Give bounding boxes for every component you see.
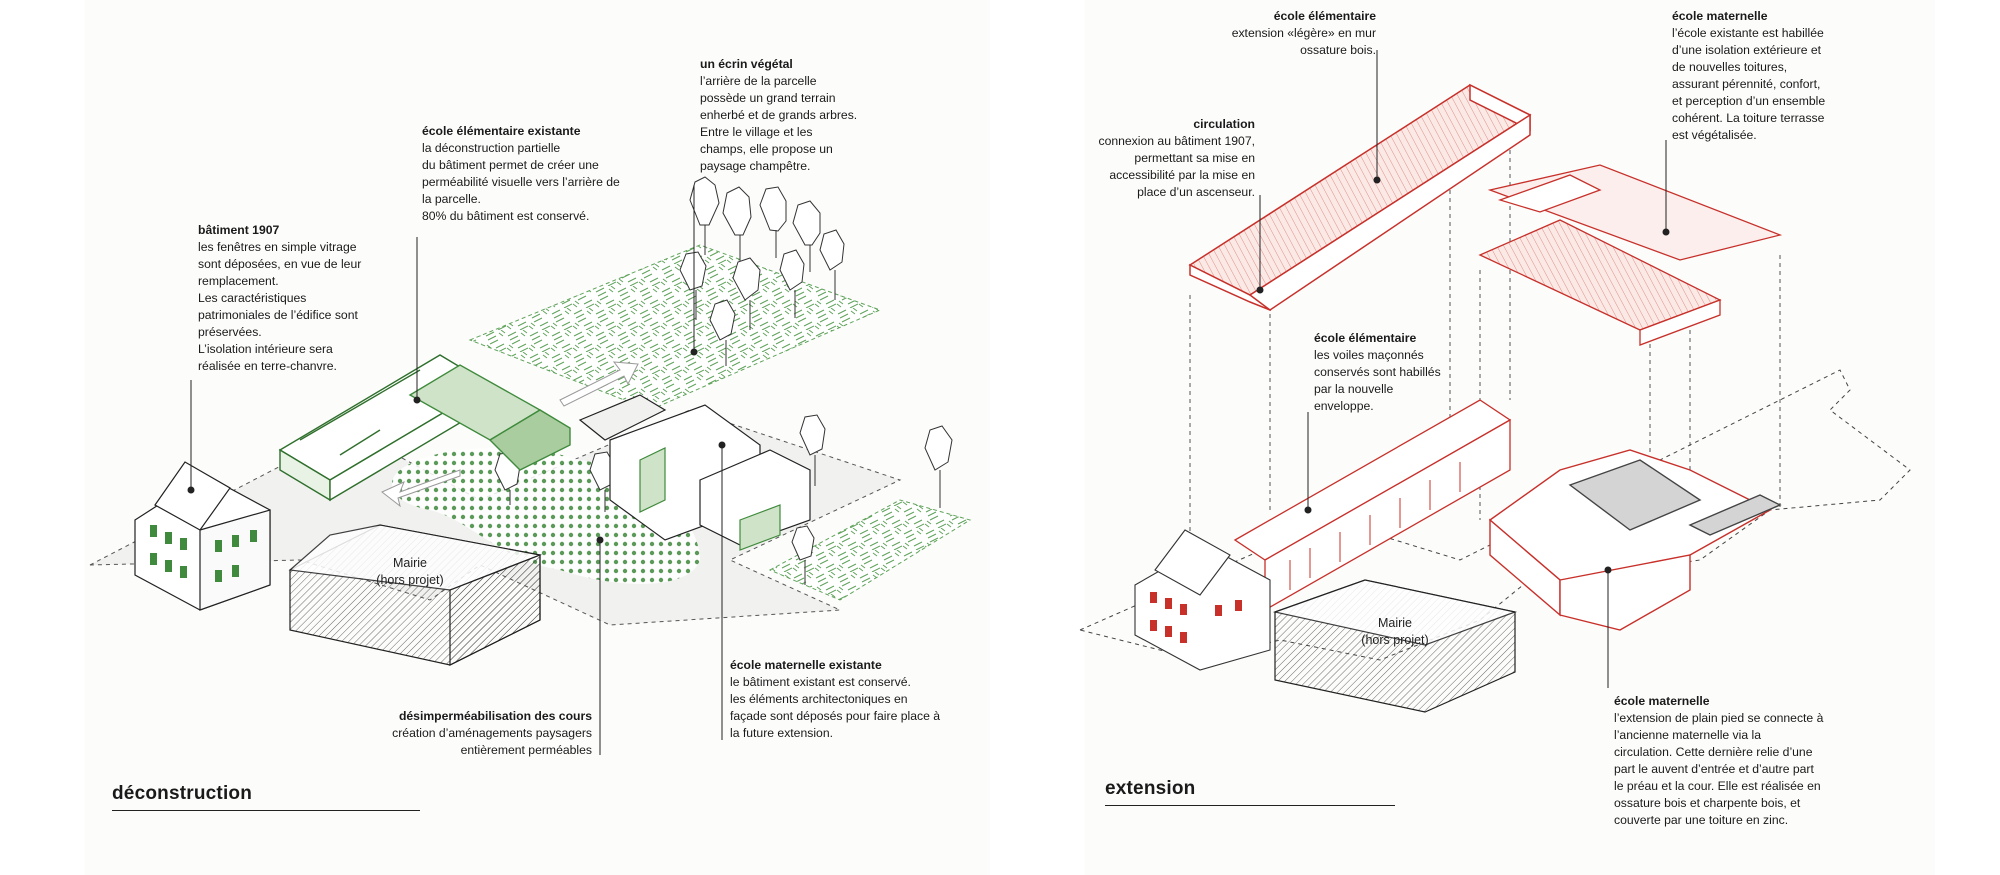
- mairie-note: (hors projet): [376, 573, 444, 587]
- annotation-elementaire-voiles: école élémentaire les voiles maçonnés co…: [1314, 330, 1484, 415]
- elementary-extension-walls: [1233, 399, 1512, 612]
- annotation-text: extension «légère» en mur ossature bois.: [1231, 26, 1376, 57]
- extension-title-rule: [1105, 805, 1395, 806]
- annotation-title: école maternelle: [1614, 694, 1710, 708]
- annotation-elementaire-extension: école élémentaire extension «légère» en …: [1180, 8, 1376, 59]
- extension-drawing: [1078, 83, 1911, 713]
- view-arrow-1: [559, 361, 639, 407]
- annotation-text: la déconstruction partielle du bâtiment …: [422, 141, 620, 223]
- building-1907: [134, 461, 271, 611]
- annotation-title: école maternelle existante: [730, 658, 882, 672]
- annotation-text: création d’aménagements paysagers entièr…: [392, 726, 592, 757]
- deconstruction-title: déconstruction: [112, 783, 253, 804]
- mairie-note: (hors projet): [1361, 633, 1429, 647]
- kindergarten-extension: [1488, 449, 1782, 631]
- annotation-text: connexion au bâtiment 1907, permettant s…: [1098, 134, 1255, 199]
- annotation-maternelle-habillee: école maternelle l’école existante est h…: [1672, 8, 1872, 144]
- deconstruction-title-rule: [112, 810, 420, 811]
- annotation-title: école élémentaire existante: [422, 124, 581, 138]
- mairie-building-right: [1272, 579, 1518, 713]
- existing-elementary-school: [278, 354, 571, 502]
- annotation-text: le bâtiment existant est conservé. les é…: [730, 675, 941, 740]
- annotation-ecole-elementaire-existante: école élémentaire existante la déconstru…: [422, 123, 672, 225]
- annotation-maternelle-extension: école maternelle l’extension de plain pi…: [1614, 693, 1844, 829]
- trees-back: [494, 176, 953, 585]
- mairie-name: Mairie: [1377, 616, 1413, 630]
- kindergarten-new-roof: [1478, 164, 1783, 346]
- existing-kindergarten: [578, 394, 811, 551]
- annotation-text: les voiles maçonnés conservés sont habil…: [1314, 348, 1441, 413]
- annotation-ecole-maternelle-existante: école maternelle existante le bâtiment e…: [730, 657, 980, 742]
- annotation-desimpermeabilisation: désimperméabilisation des cours création…: [360, 708, 592, 759]
- leader-lines-right: [1256, 50, 1670, 688]
- annotation-circulation: circulation connexion au bâtiment 1907, …: [1060, 116, 1255, 201]
- annotation-title: circulation: [1193, 117, 1255, 131]
- annotation-title: école élémentaire: [1314, 331, 1417, 345]
- mairie-label-right: Mairie (hors projet): [1345, 615, 1445, 649]
- back-green-field: [468, 244, 882, 411]
- annotation-text: l’école existante est habillée d’une iso…: [1672, 26, 1826, 142]
- annotation-title: école maternelle: [1672, 9, 1768, 23]
- right-green-field: [768, 499, 972, 601]
- mairie-name: Mairie: [392, 556, 428, 570]
- annotation-ecrin-vegetal: un écrin végétal l’arrière de la parcell…: [700, 56, 900, 175]
- extension-title: extension: [1105, 778, 1196, 799]
- view-arrow-2: [381, 469, 461, 508]
- leader-lines-left: [187, 185, 726, 755]
- annotation-text: l’arrière de la parcelle possède un gran…: [700, 74, 858, 173]
- annotation-title: école élémentaire: [1273, 9, 1376, 23]
- mairie-label: Mairie (hors projet): [360, 555, 460, 589]
- annotation-batiment-1907: bâtiment 1907 les fenêtres en simple vit…: [198, 222, 408, 375]
- mairie-building: [288, 524, 543, 666]
- annotation-text: les fenêtres en simple vitrage sont dépo…: [198, 240, 362, 373]
- deconstruction-drawing: [89, 176, 972, 666]
- building-1907-right: [1134, 529, 1271, 671]
- annotation-title: bâtiment 1907: [198, 223, 280, 237]
- annotation-title: un écrin végétal: [700, 57, 793, 71]
- annotation-title: désimperméabilisation des cours: [398, 709, 592, 723]
- elementary-new-roof: [1188, 83, 1532, 312]
- annotation-text: l’extension de plain pied se connecte à …: [1614, 711, 1824, 827]
